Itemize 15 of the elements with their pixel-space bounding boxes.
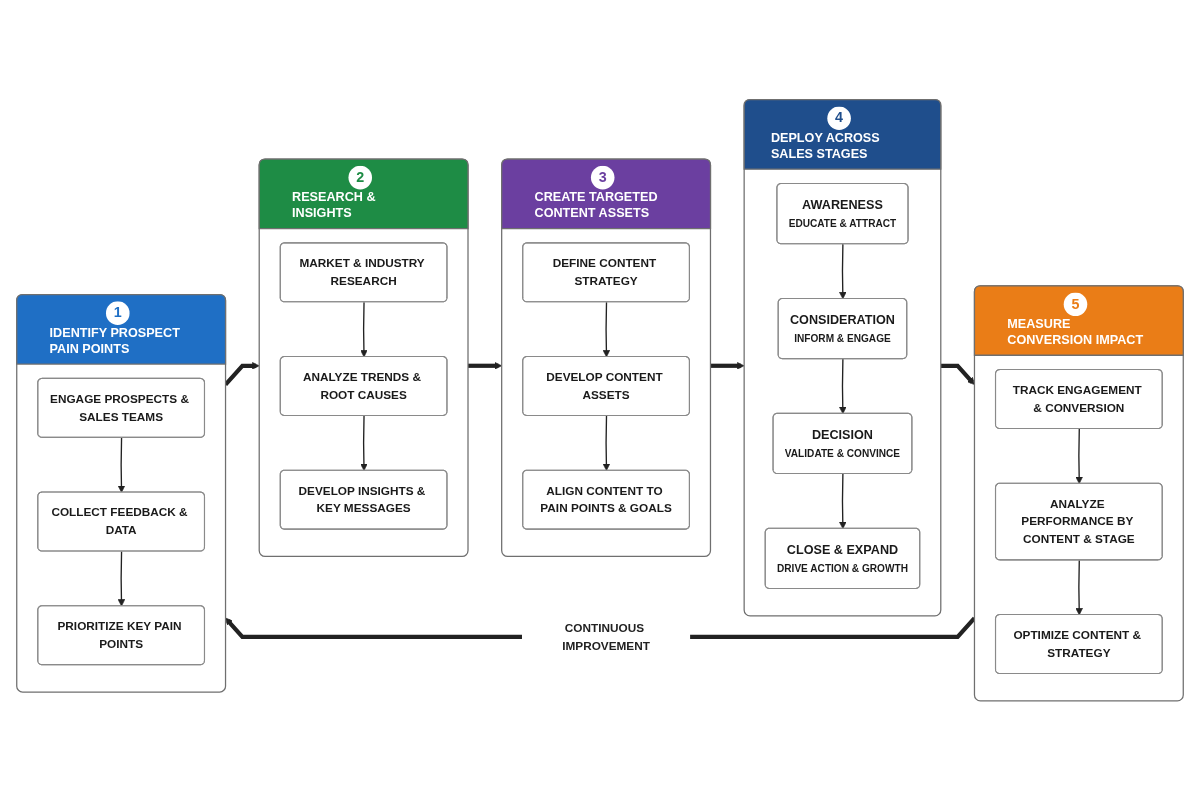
arrow bbox=[602, 414, 611, 471]
arrow bbox=[117, 436, 126, 493]
arrow bbox=[117, 550, 126, 607]
arrow bbox=[468, 361, 502, 370]
arrow bbox=[360, 414, 368, 471]
arrow bbox=[839, 473, 847, 529]
arrow bbox=[1075, 427, 1083, 484]
arrow bbox=[360, 301, 368, 357]
arrow bbox=[1075, 559, 1083, 615]
arrow bbox=[602, 301, 611, 357]
arrow bbox=[710, 361, 745, 370]
arrow bbox=[839, 358, 847, 414]
arrow bbox=[940, 363, 975, 385]
arrow bbox=[839, 243, 847, 299]
edge-label: CONTINUOUS IMPROVEMENT bbox=[562, 620, 650, 652]
